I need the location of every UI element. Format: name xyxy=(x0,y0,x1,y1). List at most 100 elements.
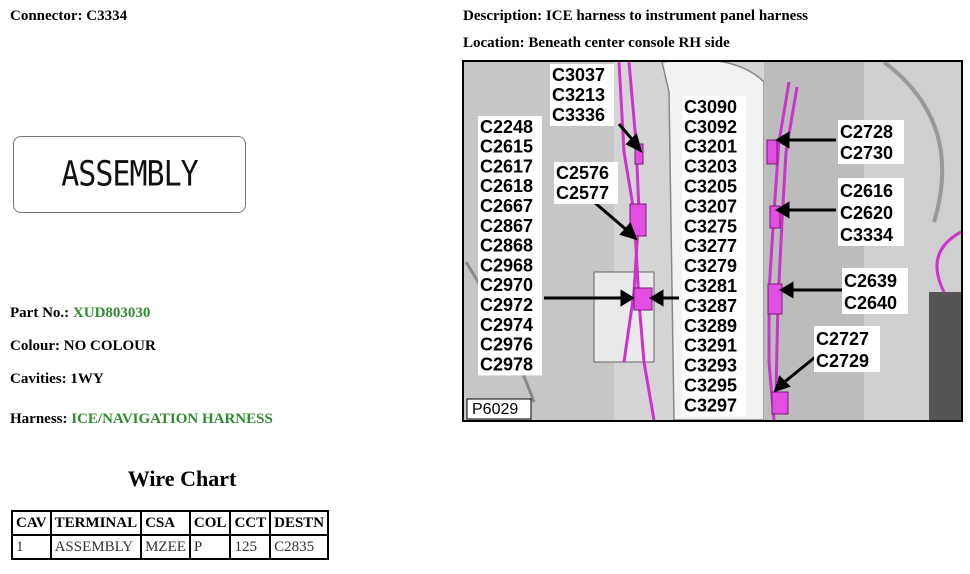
connector-value: C3334 xyxy=(86,8,128,24)
table-row: 1 ASSEMBLY MZEE P 125 C2835 xyxy=(11,534,330,560)
photo-arrows xyxy=(544,123,844,393)
connector-label-c3205: C3205 xyxy=(684,177,737,197)
connector-label-c3037: C3037 xyxy=(552,65,605,85)
connector-label-c2728: C2728 xyxy=(840,122,893,142)
location-line: Location: Beneath center console RH side xyxy=(463,35,730,52)
connector-label-c2974: C2974 xyxy=(480,315,533,335)
photo-connectors xyxy=(629,139,789,415)
connector-label-c3295: C3295 xyxy=(684,376,737,396)
location-value: Beneath center console RH side xyxy=(528,35,730,51)
label-group-right-group-3-bg xyxy=(842,268,908,314)
assembly-image-text: ASSEMBLY xyxy=(61,154,198,195)
connector-label-c3277: C3277 xyxy=(684,236,737,256)
connector-label: Connector: xyxy=(10,8,83,24)
connector-label-c2248: C2248 xyxy=(480,117,533,137)
label-group-left-column-bg xyxy=(478,116,542,376)
cell-csa: MZEE xyxy=(140,534,191,560)
connector-label-c2968: C2968 xyxy=(480,255,533,275)
connector-label-c3213: C3213 xyxy=(552,85,605,105)
connector-label-c2976: C2976 xyxy=(480,335,533,355)
connector-label-c3207: C3207 xyxy=(684,196,737,216)
colour-value: NO COLOUR xyxy=(63,338,156,354)
wire-chart-title: Wire Chart xyxy=(127,466,237,491)
connector-label-c3090: C3090 xyxy=(684,97,737,117)
part-no-label: Part No.: xyxy=(10,305,70,321)
connector-label-c3334: C3334 xyxy=(840,225,893,245)
assembly-image: ASSEMBLY xyxy=(13,136,246,213)
connector-label-c3279: C3279 xyxy=(684,256,737,276)
part-no-link[interactable]: XUD803030 xyxy=(72,305,151,321)
cavities-line: Cavities: 1WY xyxy=(10,371,104,388)
colour-label: Colour: xyxy=(10,338,60,354)
connector-label-c2616: C2616 xyxy=(840,181,893,201)
label-group-center-column-bg xyxy=(682,96,746,417)
photo-ref-box xyxy=(466,398,532,420)
wire-chart-table: CAV TERMINAL CSA COL CCT DESTN 1 ASSEMBL… xyxy=(11,510,330,560)
cell-col: P xyxy=(188,534,232,560)
connector-label-c2730: C2730 xyxy=(840,143,893,163)
connector-label-c3203: C3203 xyxy=(684,157,737,177)
harness-link[interactable]: ICE/NAVIGATION HARNESS xyxy=(71,411,273,427)
connector-label-c2667: C2667 xyxy=(480,196,533,216)
connector-label-c2868: C2868 xyxy=(480,236,533,256)
connector-label-c2640: C2640 xyxy=(844,293,897,313)
connector-line: Connector: C3334 xyxy=(10,8,127,25)
connector-label-c2617: C2617 xyxy=(480,156,533,176)
wire-chart-header-row: CAV TERMINAL CSA COL CCT DESTN xyxy=(11,510,330,536)
connector-label-c3297: C3297 xyxy=(684,395,737,415)
colour-line: Colour: NO COLOUR xyxy=(10,338,156,355)
part-no-line: Part No.: XUD803030 xyxy=(10,305,150,322)
description-label: Description: xyxy=(463,8,543,24)
connector-label-c2727: C2727 xyxy=(816,329,869,349)
photo-edge-2 xyxy=(882,62,945,223)
connector-label-c3289: C3289 xyxy=(684,316,737,336)
description-value: ICE harness to instrument panel harness xyxy=(545,8,809,24)
connector-label-c2639: C2639 xyxy=(844,271,897,291)
connector-label-c2867: C2867 xyxy=(480,216,533,236)
connector-label-c2576: C2576 xyxy=(556,163,609,183)
label-group-left-group-top-bg xyxy=(550,64,614,126)
connector-label-c3275: C3275 xyxy=(684,216,737,236)
connector-label-c3201: C3201 xyxy=(684,137,737,157)
harness-line: Harness: ICE/NAVIGATION HARNESS xyxy=(10,411,273,428)
cell-terminal: ASSEMBLY xyxy=(49,534,143,560)
cell-cav: 1 xyxy=(11,534,52,560)
label-group-left-group-mid-bg xyxy=(554,162,618,204)
connector-label-c2620: C2620 xyxy=(840,203,893,223)
connector-label-c2978: C2978 xyxy=(480,354,533,374)
col-header-cct: CCT xyxy=(229,510,272,536)
harness-label: Harness: xyxy=(10,411,68,427)
photo-module xyxy=(929,292,961,420)
connector-label-c3291: C3291 xyxy=(684,336,737,356)
connector-label-c2615: C2615 xyxy=(480,137,533,157)
cell-cct: 125 xyxy=(229,534,272,560)
cell-destn: C2835 xyxy=(269,534,330,560)
col-header-csa: CSA xyxy=(140,510,191,536)
col-header-cav: CAV xyxy=(11,510,52,536)
photo-bracket xyxy=(593,271,655,363)
connector-label-c3281: C3281 xyxy=(684,276,737,296)
connector-label-c3092: C3092 xyxy=(684,117,737,137)
col-header-destn: DESTN xyxy=(269,510,330,536)
col-header-col: COL xyxy=(188,510,232,536)
connector-label-c3336: C3336 xyxy=(552,105,605,125)
label-group-right-group-2-bg xyxy=(838,178,904,246)
location-label: Location: xyxy=(463,35,525,51)
cavities-value: 1WY xyxy=(70,371,104,387)
connector-label-c2970: C2970 xyxy=(480,275,533,295)
label-group-right-group-4-bg xyxy=(814,326,880,372)
connector-label-c2972: C2972 xyxy=(480,295,533,315)
connector-label-c2618: C2618 xyxy=(480,176,533,196)
connector-label-c3293: C3293 xyxy=(684,356,737,376)
description-line: Description: ICE harness to instrument p… xyxy=(463,8,808,25)
label-group-right-group-1-bg xyxy=(838,120,904,164)
col-header-terminal: TERMINAL xyxy=(49,510,143,536)
connector-label-c2577: C2577 xyxy=(556,183,609,203)
photo-ref: P6029 xyxy=(472,401,518,418)
connector-label-c3287: C3287 xyxy=(684,296,737,316)
cavities-label: Cavities: xyxy=(10,371,67,387)
connector-label-c2729: C2729 xyxy=(816,351,869,371)
